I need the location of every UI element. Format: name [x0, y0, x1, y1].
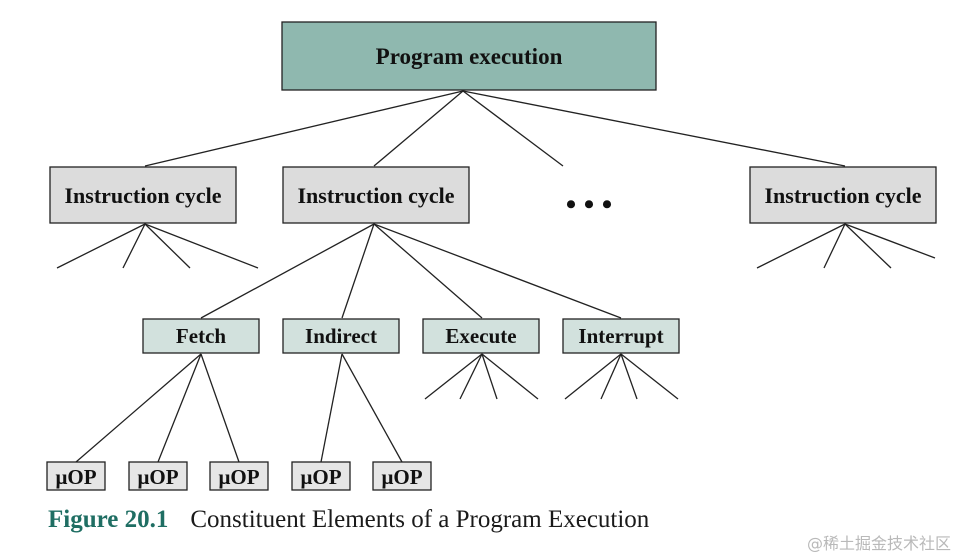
- phase-box: [142, 318, 260, 354]
- cycle-box: [749, 166, 937, 224]
- node-interrupt: Interrupt: [562, 318, 680, 354]
- micro-op-label: μOP: [218, 465, 259, 489]
- node-indirect: Indirect: [282, 318, 400, 354]
- ellipsis: • • •: [566, 188, 613, 221]
- node-execute: Execute: [422, 318, 540, 354]
- node-micro-op-5: μOP: [372, 461, 432, 491]
- node-micro-op-4: μOP: [291, 461, 351, 491]
- phase-label: Fetch: [176, 324, 226, 348]
- micro-op-box: [128, 461, 188, 491]
- micro-op-box: [372, 461, 432, 491]
- watermark: @稀土掘金技术社区: [806, 534, 951, 553]
- phase-label: Execute: [445, 324, 516, 348]
- node-fetch: Fetch: [142, 318, 260, 354]
- connector-lines: [56, 90, 936, 463]
- phase-box: [562, 318, 680, 354]
- micro-op-label: μOP: [300, 465, 341, 489]
- node-instruction-cycle-1: Instruction cycle: [49, 166, 237, 224]
- node-program-execution: Program execution: [281, 21, 657, 91]
- cycle-label: Instruction cycle: [764, 183, 921, 208]
- figure-title: Constituent Elements of a Program Execut…: [190, 506, 650, 533]
- phase-box: [422, 318, 540, 354]
- cycle-box: [282, 166, 470, 224]
- node-micro-op-1: μOP: [46, 461, 106, 491]
- root-label: Program execution: [376, 44, 563, 69]
- phase-label: Indirect: [305, 324, 377, 348]
- phase-box: [282, 318, 400, 354]
- root-box: [281, 21, 657, 91]
- phase-label: Interrupt: [578, 324, 663, 348]
- figure-caption: Figure 20.1 Constituent Elements of a Pro…: [48, 506, 649, 534]
- cycle-label: Instruction cycle: [64, 183, 221, 208]
- micro-op-label: μOP: [381, 465, 422, 489]
- cycle-label: Instruction cycle: [297, 183, 454, 208]
- node-instruction-cycle-2: Instruction cycle: [282, 166, 470, 224]
- micro-op-box: [46, 461, 106, 491]
- micro-op-box: [291, 461, 351, 491]
- micro-op-label: μOP: [55, 465, 96, 489]
- node-micro-op-2: μOP: [128, 461, 188, 491]
- figure-label: Figure 20.1: [48, 506, 169, 533]
- node-instruction-cycle-3: Instruction cycle: [749, 166, 937, 224]
- micro-op-label: μOP: [137, 465, 178, 489]
- node-micro-op-3: μOP: [209, 461, 269, 491]
- cycle-box: [49, 166, 237, 224]
- micro-op-box: [209, 461, 269, 491]
